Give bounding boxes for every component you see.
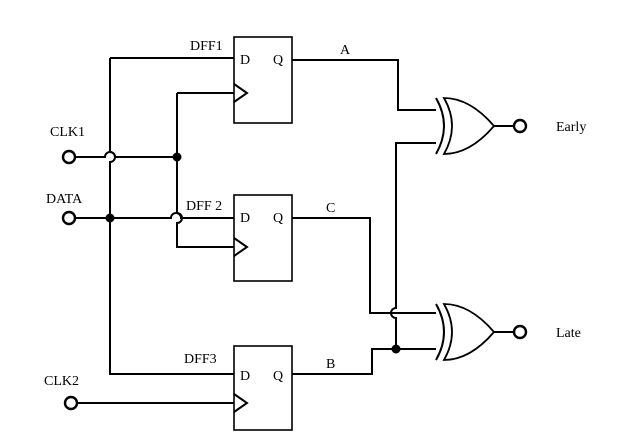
dff2-q-label: Q (273, 211, 283, 226)
junction-data (105, 213, 115, 223)
early-label: Early (556, 120, 586, 135)
wire-signal-c (292, 217, 436, 314)
wire-signal-b (292, 348, 436, 375)
xor-late-body (442, 303, 496, 361)
wire-signal-a (292, 59, 436, 111)
dff3-name-label: DFF3 (184, 352, 217, 367)
dff1-name-label: DFF1 (190, 39, 223, 54)
clk2-label: CLK2 (44, 374, 79, 389)
dff1-clock-triangle (233, 83, 249, 103)
dff3-clock-triangle (233, 393, 249, 413)
data-label: DATA (46, 192, 83, 207)
junction-clk1 (172, 152, 182, 162)
wire-b-to-early-gate (390, 142, 436, 349)
dff1-q-label: Q (273, 53, 283, 68)
clk1-terminal (61, 149, 77, 165)
xor-late-back-curve (435, 303, 445, 361)
wire-clk1-input (75, 151, 177, 158)
dff1-d-label: D (240, 53, 250, 68)
xor-gate-late (435, 303, 496, 361)
signal-a-label: A (340, 43, 351, 58)
dff2-name-label: DFF 2 (186, 199, 222, 214)
junction-b (391, 344, 401, 354)
dff2-d-label: D (240, 211, 250, 226)
dff1-box (233, 36, 293, 124)
clk1-label: CLK1 (50, 125, 85, 140)
dff3-d-label: D (240, 369, 250, 384)
wires (75, 57, 514, 404)
dff2-block: D Q DFF 2 (186, 194, 293, 282)
dff2-clock-triangle (233, 237, 249, 257)
late-label: Late (556, 326, 581, 341)
xor-gate-early (435, 97, 496, 155)
xor-early-back-curve (435, 97, 445, 155)
wire-clk1-bus (176, 93, 234, 248)
dff2-box (233, 194, 293, 282)
dff1-block: D Q DFF1 (190, 36, 293, 124)
dff3-block: D Q DFF3 (184, 345, 293, 431)
xor-early-body (442, 97, 496, 155)
early-terminal (512, 118, 528, 134)
data-terminal (61, 210, 77, 226)
signal-b-label: B (326, 357, 335, 372)
dff3-box (233, 345, 293, 431)
late-terminal (512, 324, 528, 340)
clk2-terminal (63, 395, 79, 411)
dff3-q-label: Q (273, 369, 283, 384)
signal-c-label: C (326, 201, 335, 216)
